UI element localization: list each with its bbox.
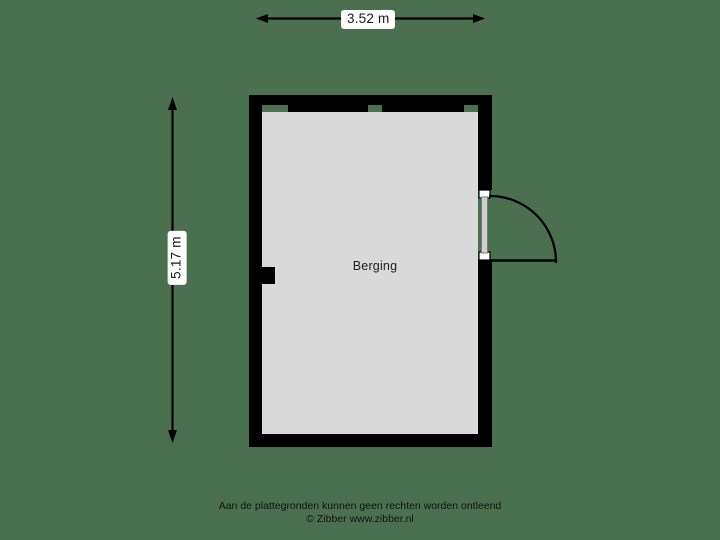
wall-right-lower bbox=[478, 260, 492, 447]
dimension-label-height: 5.17 m bbox=[167, 230, 187, 285]
wall-bottom bbox=[249, 434, 492, 447]
wall-top bbox=[249, 95, 492, 112]
footer-line-disclaimer: Aan de plattegronden kunnen geen rechten… bbox=[218, 500, 502, 512]
wall-right-upper bbox=[478, 105, 492, 190]
door-leaf bbox=[481, 196, 488, 254]
room-label-berging: Berging bbox=[352, 259, 398, 273]
swing-door bbox=[478, 189, 558, 264]
door-swing-arc bbox=[488, 194, 558, 264]
room-walls bbox=[249, 95, 492, 447]
footer-line-copyright: © Zibber www.zibber.nl bbox=[306, 512, 414, 525]
dimension-arrow-right bbox=[473, 14, 485, 23]
room-floor-fill bbox=[262, 105, 478, 434]
dimension-arrow-top bbox=[168, 97, 177, 110]
wall-left bbox=[249, 105, 262, 447]
footer-disclaimer: Aan de plattegronden kunnen geen rechten… bbox=[0, 500, 720, 525]
dimension-label-width: 3.52 m bbox=[341, 10, 396, 30]
dimension-arrow-bottom bbox=[168, 430, 177, 443]
dimension-arrow-left bbox=[256, 14, 268, 23]
wall-left-stub bbox=[262, 267, 275, 284]
